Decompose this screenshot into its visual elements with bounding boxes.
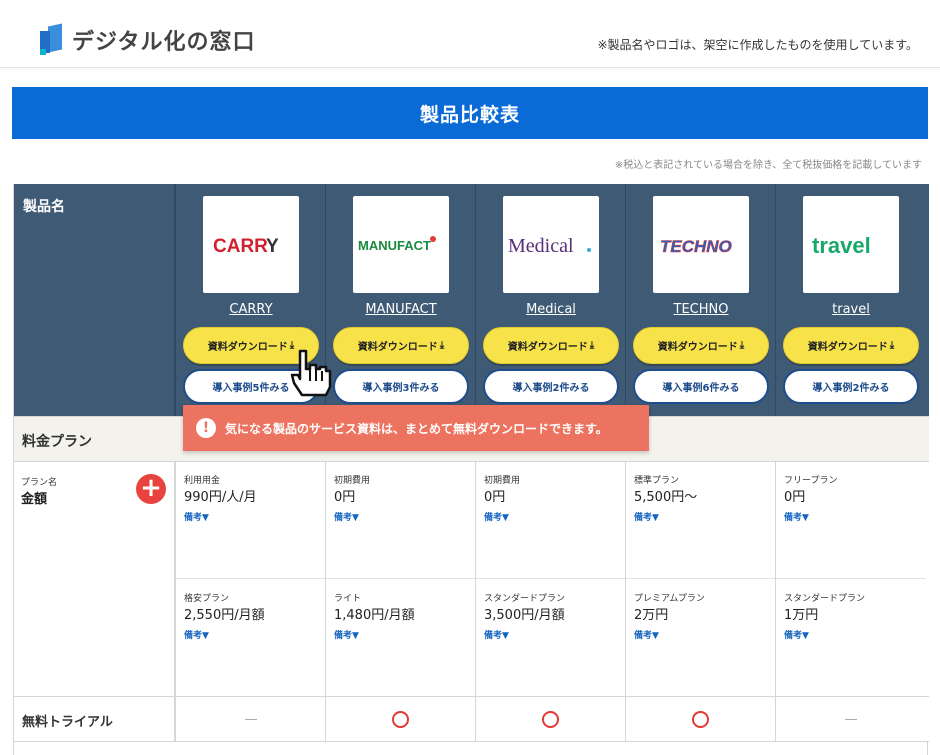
site-header: デジタル化の窓口 ※製品名やロゴは、架空に作成したものを使用しています。 (0, 0, 940, 68)
download-button[interactable]: 資料ダウンロード⤓ (633, 327, 769, 364)
price-col: フリープラン 0円 備考▼ スタンダードプラン 1万円 備考▼ (775, 462, 926, 697)
carry-logo-icon: CARR Y (213, 236, 279, 257)
svg-text:TECHNO: TECHNO (660, 237, 732, 256)
note-toggle[interactable]: 備考▼ (784, 631, 809, 641)
trial-cell (625, 697, 775, 742)
download-button[interactable]: 資料ダウンロード⤓ (783, 327, 919, 364)
note-toggle[interactable]: 備考▼ (784, 513, 809, 523)
price-cell: フリープラン 0円 備考▼ (776, 462, 926, 579)
alert-icon: ! (196, 418, 216, 438)
price-cell: スタンダードプラン 3,500円/月額 備考▼ (484, 594, 566, 641)
not-available-dash (244, 719, 257, 720)
price-col: 標準プラン 5,500円〜 備考▼ プレミアムプラン 2万円 備考▼ (625, 462, 776, 697)
svg-text:MANUFACT: MANUFACT (358, 238, 431, 253)
case-study-button[interactable]: 導入事例6件みる (633, 369, 769, 404)
note-toggle[interactable]: 備考▼ (634, 513, 659, 523)
product-name-link[interactable]: TECHNO (673, 302, 729, 317)
price-cell: 初期費用 0円 備考▼ (326, 462, 476, 579)
product-col-medical: Medical Medical 資料ダウンロード⤓ 導入事例2件みる (475, 184, 625, 416)
note-toggle[interactable]: 備考▼ (484, 631, 509, 641)
product-name-link[interactable]: MANUFACT (365, 302, 437, 317)
free-trial-row: 無料トライアル (14, 697, 929, 742)
available-circle-icon (692, 711, 709, 728)
price-cell: スタンダードプラン 1万円 備考▼ (784, 594, 866, 641)
expand-plus-icon[interactable]: + (136, 474, 166, 504)
product-logo-carry[interactable]: CARR Y (203, 196, 299, 293)
products-row: 製品名 CARR Y CARRY 資料ダウンロード⤓ 導入事例5件みる MANU… (14, 184, 929, 416)
price-col: 初期費用 0円 備考▼ スタンダードプラン 3,500円/月額 備考▼ (475, 462, 626, 697)
price-row-label: プラン名 金額 + (14, 462, 175, 697)
note-toggle[interactable]: 備考▼ (184, 513, 209, 523)
case-study-button[interactable]: 導入事例3件みる (333, 369, 469, 404)
logo-text: デジタル化の窓口 (72, 30, 256, 55)
note-toggle[interactable]: 備考▼ (184, 631, 209, 641)
trial-cell (175, 697, 325, 742)
toast-text: 気になる製品のサービス資料は、まとめて無料ダウンロードできます。 (225, 421, 608, 436)
trial-cell (325, 697, 475, 742)
svg-text:CARR: CARR (213, 236, 268, 257)
svg-text:Y: Y (266, 236, 279, 257)
download-icon: ⤓ (289, 340, 295, 351)
available-circle-icon (542, 711, 559, 728)
bulk-download-toast[interactable]: ! 気になる製品のサービス資料は、まとめて無料ダウンロードできます。 (183, 405, 649, 451)
download-icon: ⤓ (589, 340, 595, 351)
download-icon: ⤓ (739, 340, 745, 351)
price-row: プラン名 金額 + 利用用金 990円/人/月 備考▼ 格安プラン 2,550円… (14, 462, 929, 697)
download-icon: ⤓ (889, 340, 895, 351)
download-button[interactable]: 資料ダウンロード⤓ (333, 327, 469, 364)
svg-text:Medical: Medical (508, 235, 574, 257)
product-col-techno: TECHNO TECHNO 資料ダウンロード⤓ 導入事例6件みる (625, 184, 775, 416)
case-study-button[interactable]: 導入事例2件みる (483, 369, 619, 404)
svg-text:travel: travel (812, 233, 871, 258)
note-toggle[interactable]: 備考▼ (334, 513, 359, 523)
price-col: 利用用金 990円/人/月 備考▼ 格安プラン 2,550円/月額 備考▼ (175, 462, 326, 697)
products-row-label: 製品名 (14, 184, 175, 416)
medical-logo-icon: Medical (508, 235, 591, 257)
travel-logo-icon: travel (812, 233, 871, 258)
product-col-manufact: MANUFACT MANUFACT 資料ダウンロード⤓ 導入事例3件みる (325, 184, 475, 416)
header-note: ※製品名やロゴは、架空に作成したものを使用しています。 (597, 38, 919, 52)
price-cell: 標準プラン 5,500円〜 備考▼ (626, 462, 776, 579)
comparison-table: 製品名 CARR Y CARRY 資料ダウンロード⤓ 導入事例5件みる MANU… (13, 184, 929, 755)
techno-logo-icon: TECHNO (660, 236, 732, 256)
product-name-link[interactable]: travel (832, 302, 870, 317)
product-logo-travel[interactable]: travel (803, 196, 899, 293)
price-cell: 利用用金 990円/人/月 備考▼ (176, 462, 326, 579)
tax-note: ※税込と表記されている場合を除き、全て税抜価格を記載しています (614, 160, 922, 171)
product-logo-techno[interactable]: TECHNO (653, 196, 749, 293)
product-logo-medical[interactable]: Medical (503, 196, 599, 293)
price-cell: プレミアムプラン 2万円 備考▼ (634, 594, 705, 641)
product-name-link[interactable]: Medical (526, 302, 576, 317)
trial-cell (775, 697, 925, 742)
available-circle-icon (392, 711, 409, 728)
site-logo[interactable]: デジタル化の窓口 (40, 23, 256, 56)
product-logo-manufact[interactable]: MANUFACT (353, 196, 449, 293)
price-col: 初期費用 0円 備考▼ ライト 1,480円/月額 備考▼ (325, 462, 476, 697)
price-cell: ライト 1,480円/月額 備考▼ (334, 594, 415, 641)
note-toggle[interactable]: 備考▼ (484, 513, 509, 523)
note-toggle[interactable]: 備考▼ (634, 631, 659, 641)
download-icon: ⤓ (439, 340, 445, 351)
trial-cell (475, 697, 625, 742)
download-button[interactable]: 資料ダウンロード⤓ (183, 327, 319, 364)
hand-pointer-icon (290, 349, 332, 397)
product-name-link[interactable]: CARRY (229, 302, 273, 317)
download-button[interactable]: 資料ダウンロード⤓ (483, 327, 619, 364)
page-title: 製品比較表 (12, 87, 928, 139)
note-toggle[interactable]: 備考▼ (334, 631, 359, 641)
manufact-logo-icon: MANUFACT (358, 235, 436, 253)
not-available-dash (844, 719, 857, 720)
price-cell: 格安プラン 2,550円/月額 備考▼ (184, 594, 265, 641)
product-col-carry: CARR Y CARRY 資料ダウンロード⤓ 導入事例5件みる (175, 184, 325, 416)
free-trial-label: 無料トライアル (14, 697, 175, 742)
price-cell: 初期費用 0円 備考▼ (476, 462, 626, 579)
logo-mark-icon (40, 23, 64, 55)
product-col-travel: travel travel 資料ダウンロード⤓ 導入事例2件みる (775, 184, 925, 416)
case-study-button[interactable]: 導入事例2件みる (783, 369, 919, 404)
